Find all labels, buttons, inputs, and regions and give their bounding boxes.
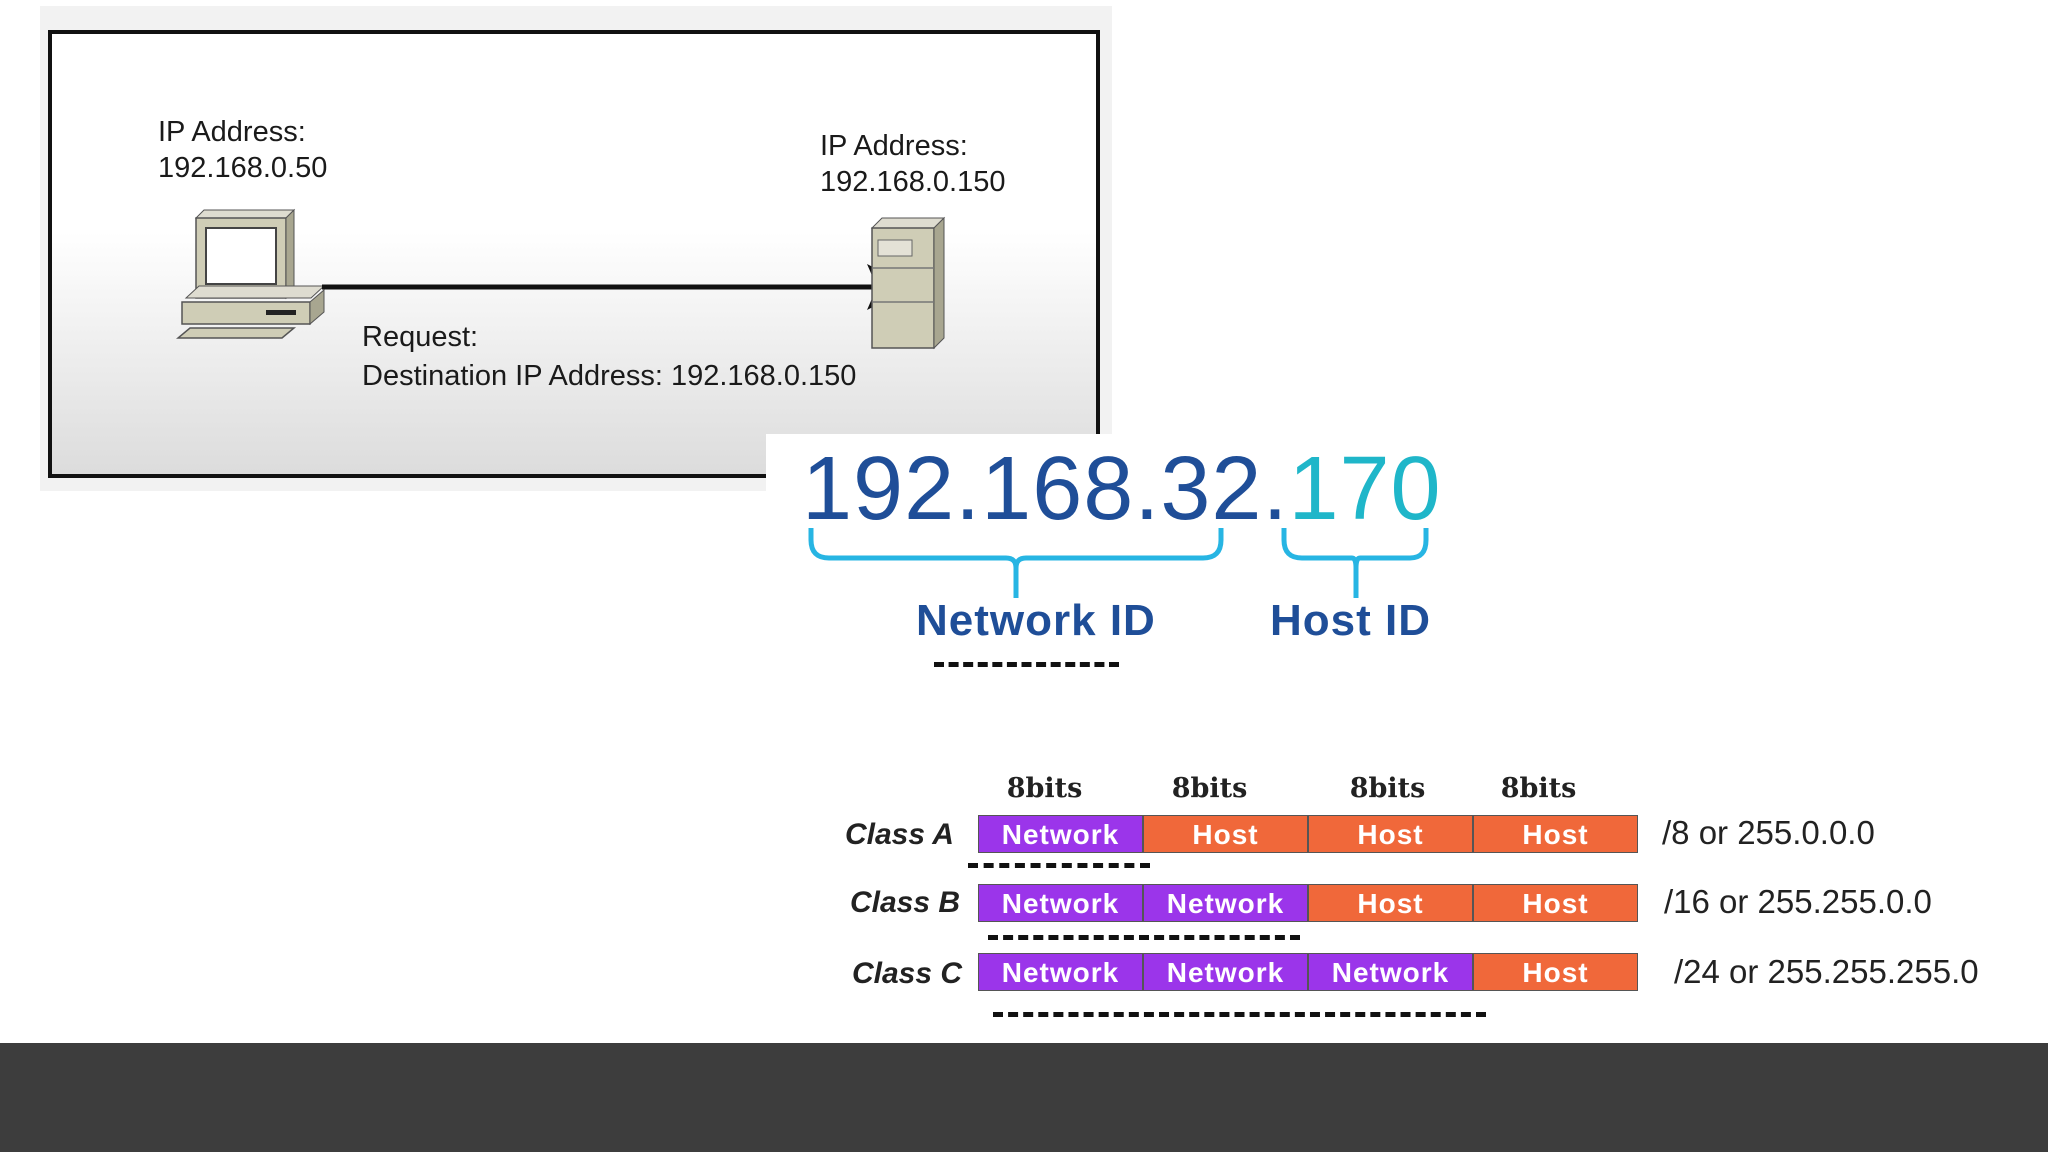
bits-header-1: 8bits bbox=[1006, 773, 1083, 804]
dest-ip-value: 192.168.0.150 bbox=[820, 166, 1006, 198]
class-a-label: Class A bbox=[845, 818, 954, 851]
request-caption: Request: bbox=[362, 321, 479, 353]
class-a-cell-2: Host bbox=[1143, 815, 1308, 853]
class-c-mask: /24 or 255.255.255.0 bbox=[1674, 953, 1979, 990]
class-a-cell-3: Host bbox=[1308, 815, 1473, 853]
class-c-label: Class C bbox=[852, 957, 963, 990]
class-c-cell-3: Network bbox=[1308, 953, 1473, 991]
source-ip-caption: IP Address: bbox=[158, 116, 306, 148]
desktop-computer-icon bbox=[176, 208, 326, 339]
class-b-label: Class B bbox=[850, 886, 961, 919]
network-id-underline bbox=[934, 662, 1119, 667]
request-text: Request: Destination IP Address: 192.168… bbox=[362, 318, 856, 396]
network-id-label: Network ID bbox=[916, 596, 1156, 645]
ip-split-panel: 192.168.32.170 Network ID Host ID bbox=[766, 434, 1466, 684]
source-ip-label: IP Address: 192.168.0.50 bbox=[158, 114, 327, 186]
bits-header-4: 8bits bbox=[1500, 773, 1577, 804]
class-b-mask: /16 or 255.255.0.0 bbox=[1664, 883, 1932, 920]
host-id-bracket bbox=[1281, 528, 1429, 598]
host-id-label: Host ID bbox=[1270, 596, 1431, 645]
dest-ip-label: IP Address: 192.168.0.150 bbox=[820, 128, 1005, 200]
class-c-network-underline bbox=[993, 1012, 1486, 1017]
request-arrow bbox=[322, 264, 912, 310]
ip-host-part: 170 bbox=[1288, 439, 1442, 539]
class-a-mask: /8 or 255.0.0.0 bbox=[1662, 814, 1875, 851]
class-a-network-underline bbox=[968, 863, 1150, 868]
request-diagram-panel: IP Address: 192.168.0.50 IP Address: 192… bbox=[40, 6, 1112, 491]
ip-network-part: 192.168.32. bbox=[802, 439, 1289, 539]
dest-ip-caption: IP Address: bbox=[820, 130, 968, 162]
class-b-cell-3: Host bbox=[1308, 884, 1473, 922]
ip-address-display: 192.168.32.170 bbox=[802, 434, 1442, 544]
class-a-cell-1: Network bbox=[978, 815, 1143, 853]
source-ip-value: 192.168.0.50 bbox=[158, 152, 328, 184]
server-tower-icon bbox=[870, 216, 946, 350]
network-id-bracket bbox=[808, 528, 1224, 598]
class-b-cell-2: Network bbox=[1143, 884, 1308, 922]
class-c-cell-2: Network bbox=[1143, 953, 1308, 991]
bottom-bar bbox=[0, 1043, 2048, 1152]
id-brackets bbox=[808, 528, 1429, 598]
class-b-network-underline bbox=[988, 935, 1300, 940]
class-b-cell-1: Network bbox=[978, 884, 1143, 922]
class-b-cell-4: Host bbox=[1473, 884, 1638, 922]
request-destination: Destination IP Address: 192.168.0.150 bbox=[362, 360, 857, 392]
class-c-cell-4: Host bbox=[1473, 953, 1638, 991]
class-a-cell-4: Host bbox=[1473, 815, 1638, 853]
bits-header-2: 8bits bbox=[1171, 773, 1248, 804]
class-c-cell-1: Network bbox=[978, 953, 1143, 991]
bits-header-3: 8bits bbox=[1349, 773, 1426, 804]
